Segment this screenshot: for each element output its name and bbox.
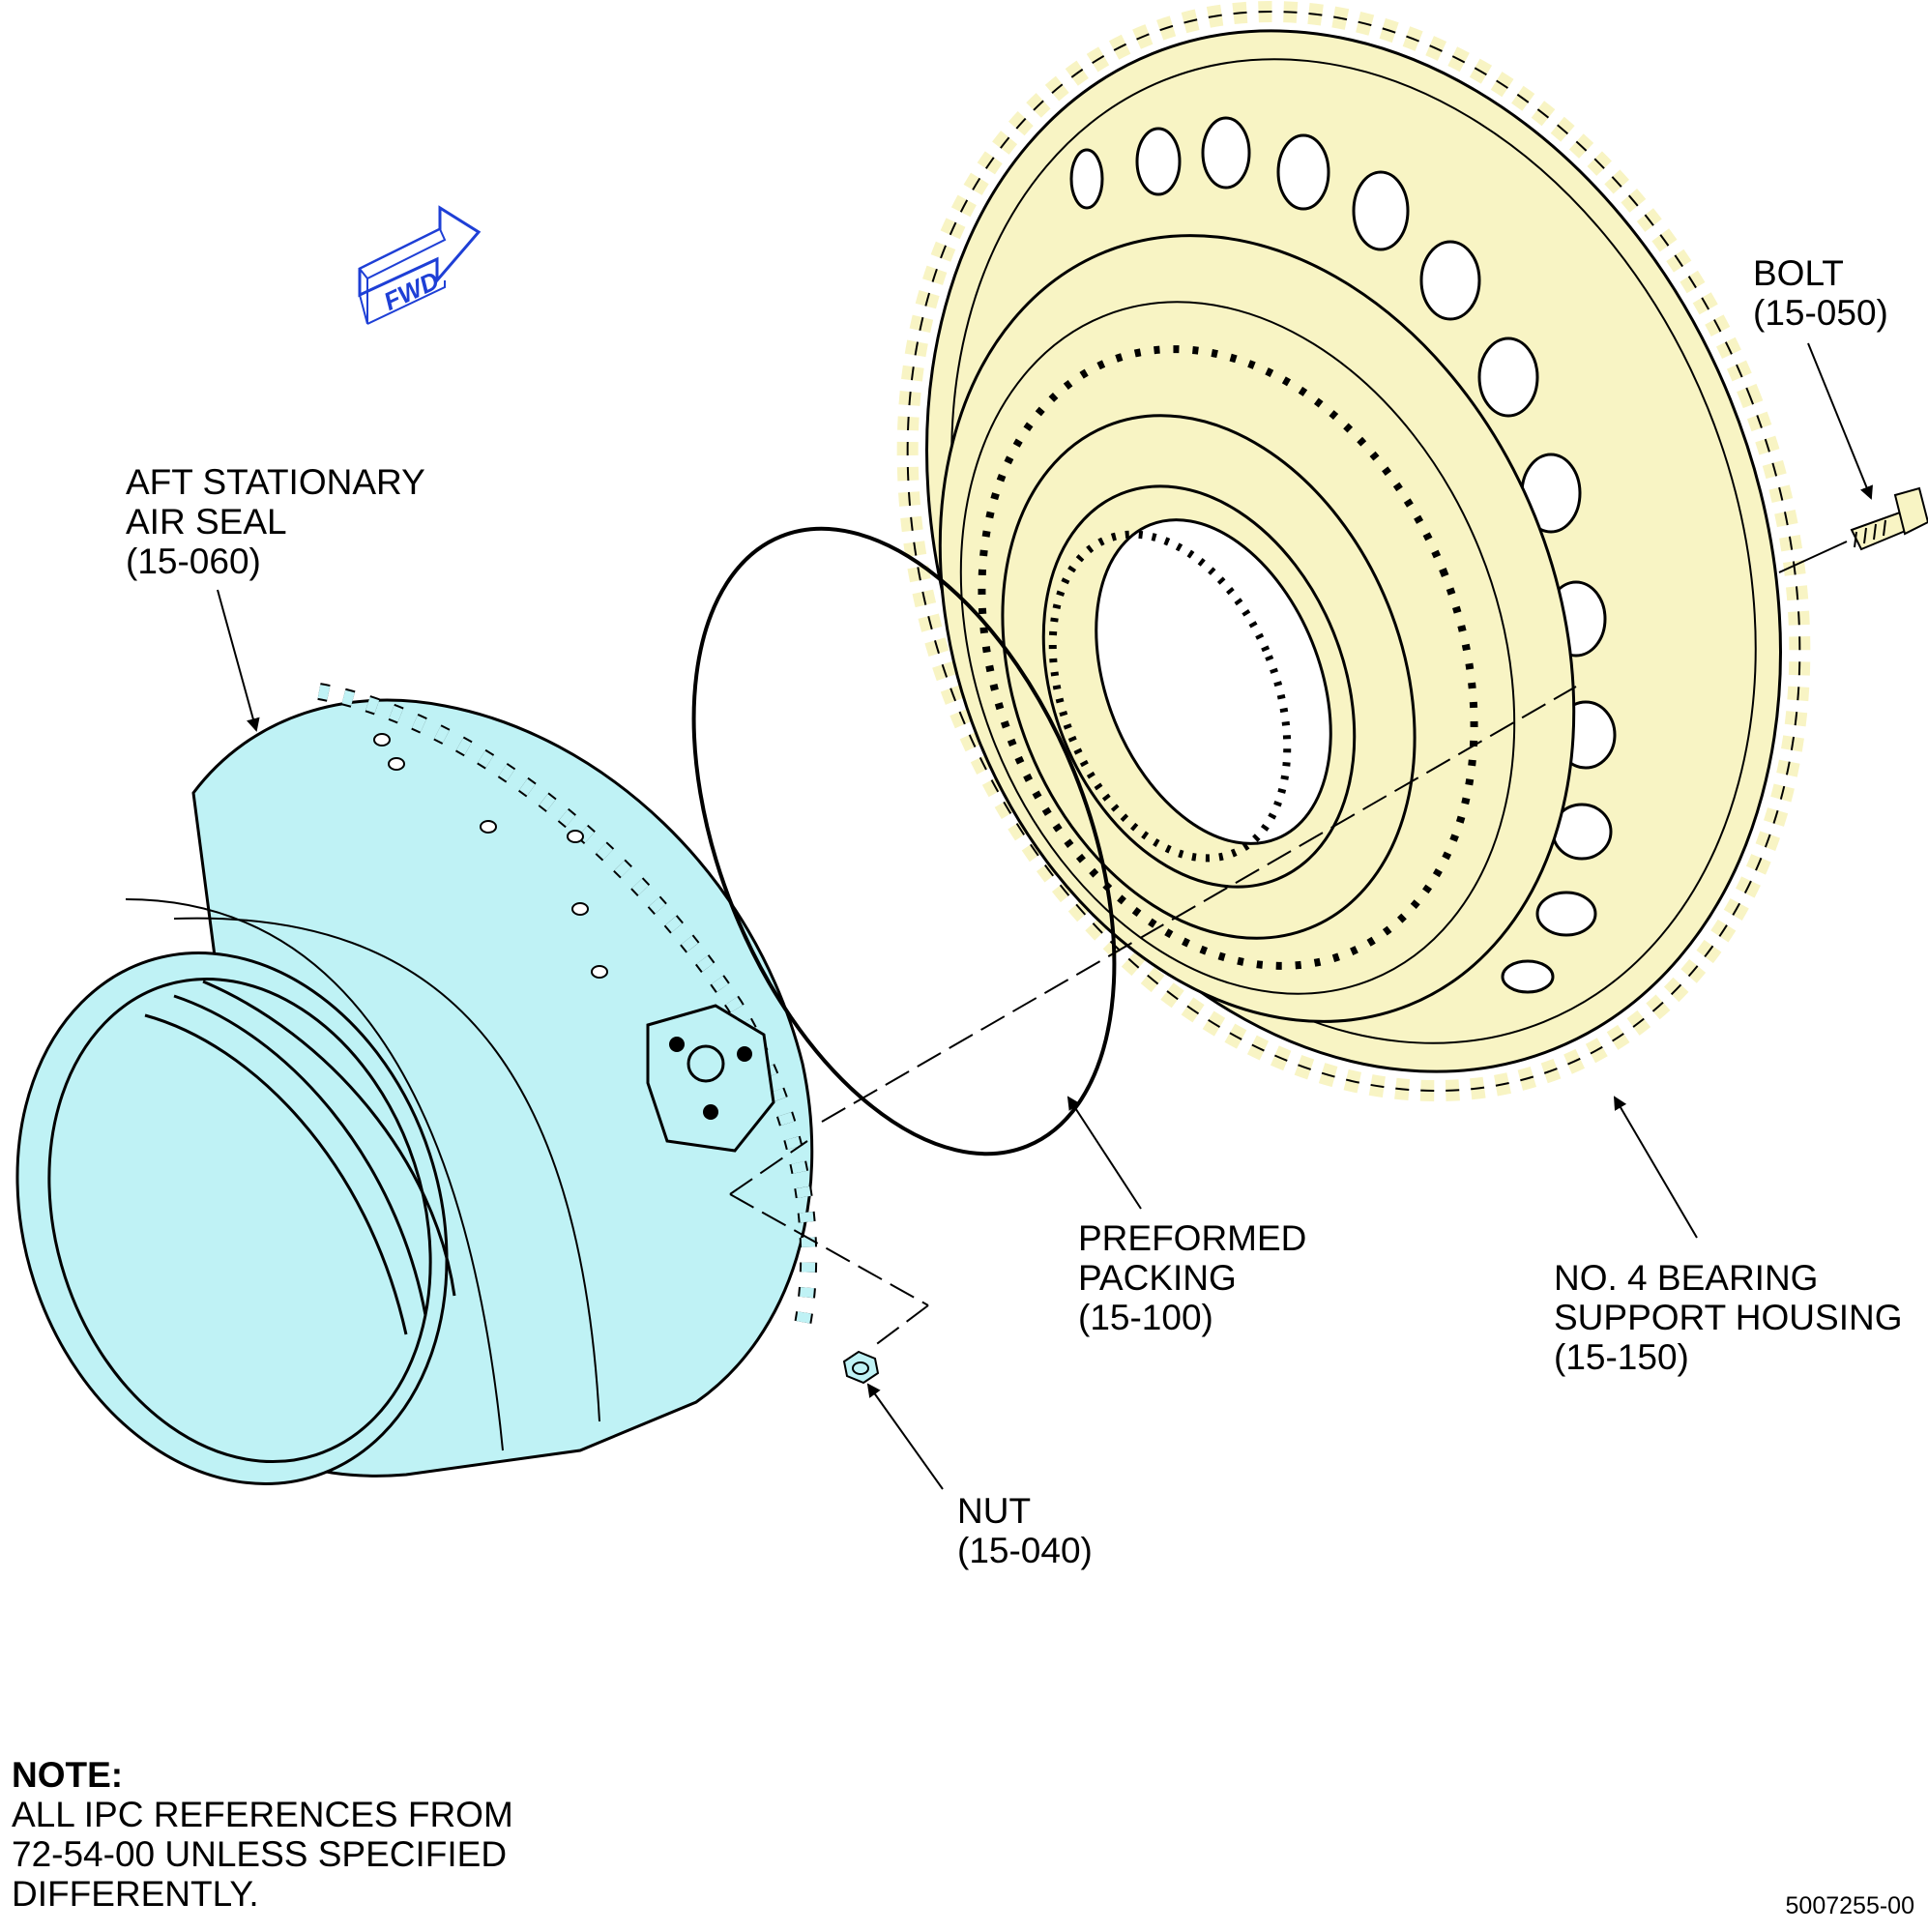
- packing-label: PREFORMED PACKING (15-100): [1078, 1218, 1306, 1337]
- housing-leader: [1613, 1096, 1698, 1239]
- bolt-label: BOLT (15-050): [1753, 253, 1888, 333]
- air-seal-ref: (15-060): [126, 542, 261, 581]
- nut-ref: (15-040): [957, 1531, 1093, 1570]
- leader-lines: [217, 342, 1873, 1490]
- air-seal-line2: AIR SEAL: [126, 502, 287, 542]
- bolt-line1: BOLT: [1753, 253, 1844, 293]
- figure-number: 5007255-00: [1785, 1892, 1914, 1919]
- nut-line1: NUT: [957, 1491, 1032, 1531]
- air-seal-leader: [217, 589, 260, 732]
- air-seal-line1: AFT STATIONARY: [126, 462, 425, 502]
- note-line: 72-54-00 UNLESS SPECIFIED: [12, 1834, 508, 1874]
- nut-label: NUT (15-040): [957, 1491, 1093, 1570]
- assembly-centerlines: [729, 541, 1848, 1350]
- housing-label: NO. 4 BEARING SUPPORT HOUSING (15-150): [1554, 1258, 1902, 1377]
- note-block: NOTE: ALL IPC REFERENCES FROM 72-54-00 U…: [12, 1755, 513, 1914]
- preformed-packing: [691, 526, 1117, 1156]
- housing-ref: (15-150): [1554, 1337, 1689, 1377]
- bolt-ref: (15-050): [1753, 293, 1888, 333]
- bolt-leader: [1807, 342, 1873, 500]
- packing-ref: (15-100): [1078, 1298, 1213, 1337]
- aft-stationary-air-seal: [15, 683, 818, 1485]
- packing-leader: [1066, 1096, 1142, 1210]
- nut: [842, 1350, 880, 1385]
- housing-line2: SUPPORT HOUSING: [1554, 1298, 1903, 1337]
- bolt: [1850, 486, 1928, 551]
- packing-line2: PACKING: [1078, 1258, 1237, 1298]
- bearing-support-housing: [896, 0, 1811, 1102]
- note-title: NOTE:: [12, 1755, 124, 1795]
- fwd-arrow-icon: FWD: [358, 205, 482, 325]
- nut-leader: [866, 1383, 944, 1490]
- air-seal-label: AFT STATIONARY AIR SEAL (15-060): [126, 462, 425, 581]
- housing-line1: NO. 4 BEARING: [1554, 1258, 1819, 1298]
- note-line: DIFFERENTLY.: [12, 1874, 259, 1914]
- note-line: ALL IPC REFERENCES FROM: [12, 1795, 513, 1834]
- packing-line1: PREFORMED: [1078, 1218, 1307, 1258]
